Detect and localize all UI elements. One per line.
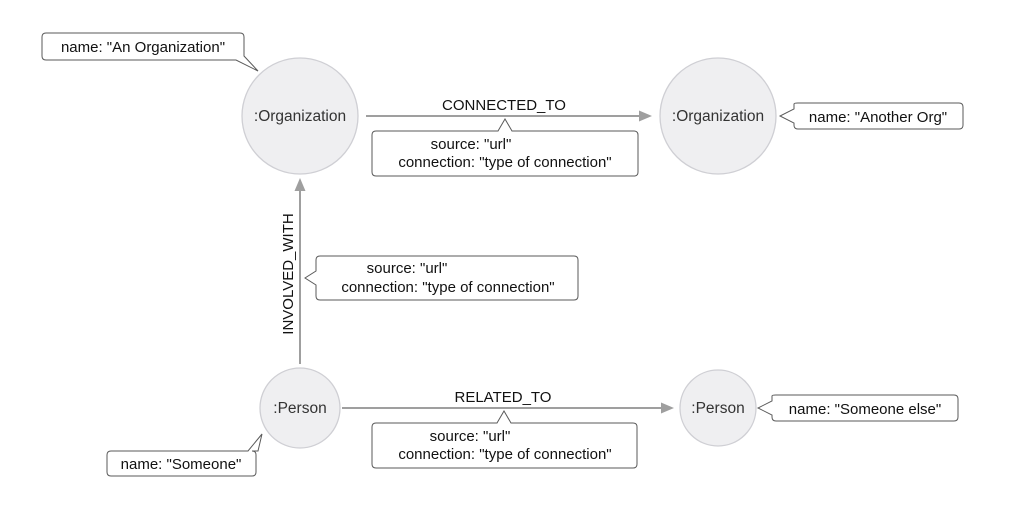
involved-with-arrowhead	[294, 178, 306, 191]
person1-property-callout: name: "Someone"	[106, 433, 263, 477]
node-organization-2[interactable]: :Organization	[659, 57, 777, 175]
org1-property-callout: name: "An Organization"	[41, 32, 259, 72]
callout-property-source: source: "url"	[431, 136, 512, 153]
callout-property-source: source: "url"	[367, 260, 448, 277]
node-label: :Person	[691, 400, 744, 417]
node-organization-1[interactable]: :Organization	[241, 57, 359, 175]
callout-property-source: source: "url"	[430, 428, 511, 445]
callout-box	[756, 394, 959, 422]
node-circle[interactable]	[259, 367, 341, 449]
related-to-arrowhead	[661, 402, 674, 414]
node-label: :Organization	[672, 108, 764, 125]
callout-box	[778, 102, 964, 130]
relationship-involved-with: INVOLVED_WITH	[280, 178, 306, 364]
callout-box	[371, 410, 638, 469]
org2-property-callout: name: "Another Org"	[778, 102, 964, 130]
node-property-name: name: "Another Org"	[809, 109, 947, 126]
callout-box	[106, 433, 263, 477]
node-property-name: name: "Someone"	[121, 456, 242, 473]
callout-property-connection: connection: "type of connection"	[341, 279, 554, 296]
person2-property-callout: name: "Someone else"	[756, 394, 959, 422]
node-circle[interactable]	[241, 57, 359, 175]
involved-with-label: INVOLVED_WITH	[280, 213, 297, 334]
callout-property-connection: connection: "type of connection"	[398, 446, 611, 463]
node-circle[interactable]	[679, 369, 757, 447]
connected-to-arrowhead	[639, 110, 652, 122]
callout-property-connection: connection: "type of connection"	[398, 154, 611, 171]
related-to-label: RELATED_TO	[455, 389, 552, 406]
node-property-name: name: "Someone else"	[789, 401, 941, 418]
node-circle[interactable]	[659, 57, 777, 175]
node-person-1[interactable]: :Person	[259, 367, 341, 449]
callout-box	[304, 255, 579, 301]
node-property-name: name: "An Organization"	[61, 39, 225, 56]
related-to-properties-callout: source: "url" connection: "type of conne…	[371, 410, 638, 469]
callout-box	[371, 118, 639, 177]
relationship-related-to: RELATED_TO	[342, 389, 674, 414]
relationship-connected-to: CONNECTED_TO	[366, 97, 652, 122]
involved-with-properties-callout: source: "url" connection: "type of conne…	[304, 255, 579, 301]
callout-box	[41, 32, 259, 72]
connected-to-properties-callout: source: "url" connection: "type of conne…	[371, 118, 639, 177]
node-label: :Person	[273, 400, 326, 417]
node-label: :Organization	[254, 108, 346, 125]
connected-to-label: CONNECTED_TO	[442, 97, 566, 114]
node-person-2[interactable]: :Person	[679, 369, 757, 447]
